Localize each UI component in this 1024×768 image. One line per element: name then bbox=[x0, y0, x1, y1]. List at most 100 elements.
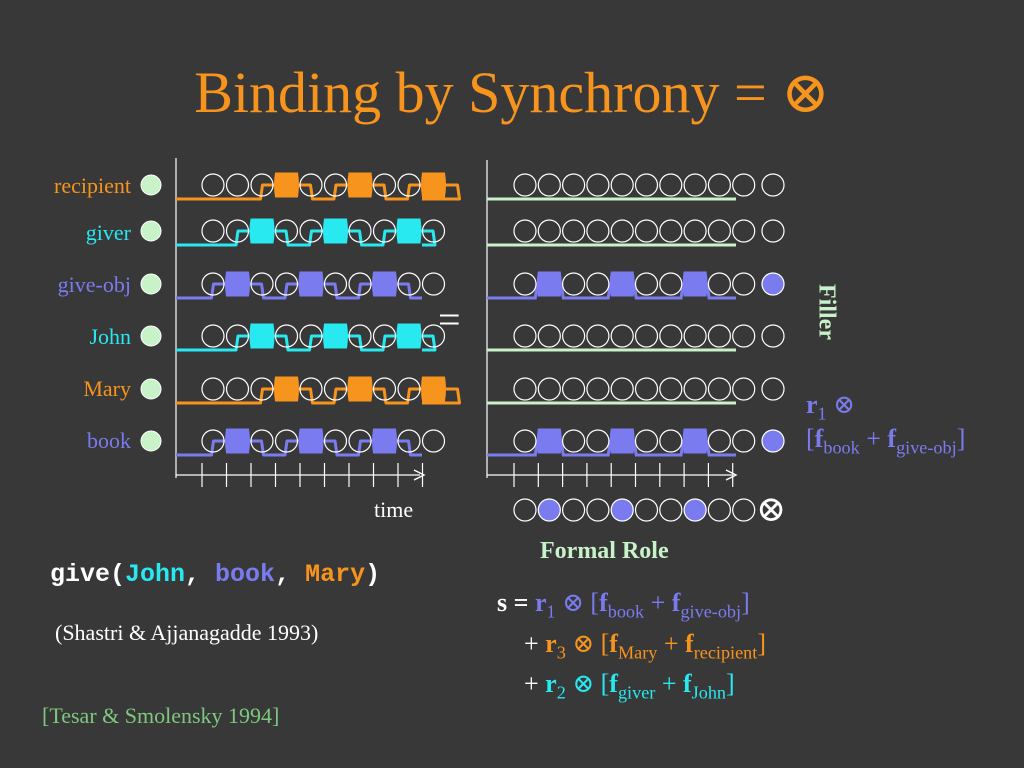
phase-circle bbox=[225, 173, 250, 197]
phase-circle bbox=[372, 377, 397, 401]
citation-tesar: [Tesar & Smolensky 1994] bbox=[42, 703, 280, 728]
phase-circle bbox=[372, 219, 397, 243]
active-phase-book bbox=[298, 428, 324, 454]
phase-circle bbox=[274, 219, 299, 243]
row-label-mary: Mary bbox=[83, 376, 131, 401]
tensor-cell bbox=[707, 377, 732, 401]
active-phase-give-obj bbox=[225, 271, 250, 297]
filler-circle-giver bbox=[761, 219, 785, 243]
phase-circle bbox=[348, 429, 372, 453]
filler-circle-book bbox=[761, 429, 785, 453]
phase-circle bbox=[225, 324, 250, 348]
phase-circle bbox=[201, 173, 225, 197]
main-equation-line-2: + r3 ⊗ [fMary + frecipient] bbox=[524, 629, 766, 663]
tensor-cell bbox=[634, 173, 659, 197]
role-vector-cell bbox=[610, 498, 634, 522]
tensor-cell bbox=[561, 324, 586, 348]
tensor-active-cell bbox=[609, 271, 635, 297]
phase-circle bbox=[250, 173, 274, 197]
predicate-code: give(John, book, Mary) bbox=[50, 560, 381, 589]
role-vector-cell bbox=[634, 498, 659, 522]
row-label-recipient: recipient bbox=[54, 173, 131, 198]
tensor-cell bbox=[586, 219, 610, 243]
active-phase-Mary bbox=[347, 376, 373, 402]
node-circle-book bbox=[140, 430, 162, 452]
phase-circle bbox=[421, 219, 446, 243]
filler-circle-John bbox=[761, 324, 785, 348]
phase-circle bbox=[421, 272, 446, 296]
tensor-cell bbox=[561, 173, 586, 197]
tensor-active-cell bbox=[682, 271, 708, 297]
tensor-cell bbox=[732, 219, 756, 243]
tensor-cell bbox=[634, 219, 659, 243]
tensor-cell bbox=[561, 219, 586, 243]
tensor-cell bbox=[732, 377, 756, 401]
phase-circle bbox=[299, 219, 323, 243]
tensor-cell bbox=[610, 324, 634, 348]
phase-circle bbox=[250, 377, 274, 401]
active-phase-giver bbox=[323, 218, 348, 244]
tensor-cell bbox=[659, 429, 683, 453]
phase-circle bbox=[421, 324, 446, 348]
main-equation-line-1: s = r1 ⊗ [fbook + fgive-obj] bbox=[497, 588, 750, 622]
active-phase-John bbox=[249, 323, 275, 349]
citation-shastri: (Shastri & Ajjanagadde 1993) bbox=[55, 620, 319, 645]
role-vector-cell bbox=[732, 498, 756, 522]
phase-circle bbox=[274, 429, 299, 453]
active-phase-book bbox=[225, 428, 250, 454]
role-vector-cell bbox=[561, 498, 586, 522]
tensor-cell bbox=[586, 429, 610, 453]
phase-circle bbox=[299, 324, 323, 348]
phase-circle bbox=[323, 377, 348, 401]
phase-circle bbox=[201, 377, 225, 401]
active-phase-recipient bbox=[347, 172, 373, 198]
tensor-cell bbox=[513, 173, 537, 197]
tensor-cell bbox=[586, 324, 610, 348]
row-label-book: book bbox=[87, 428, 131, 453]
tensor-cell bbox=[634, 272, 659, 296]
tensor-cell bbox=[561, 377, 586, 401]
tensor-cell bbox=[707, 173, 732, 197]
tensor-cell bbox=[610, 219, 634, 243]
phase-circle bbox=[348, 219, 372, 243]
node-circle-recipient bbox=[140, 174, 162, 196]
tensor-cell bbox=[513, 429, 537, 453]
tensor-cell bbox=[586, 173, 610, 197]
tensor-active-cell bbox=[536, 271, 562, 297]
phase-circle bbox=[274, 272, 299, 296]
active-phase-giver bbox=[249, 218, 275, 244]
phase-circle bbox=[372, 173, 397, 197]
node-circle-John bbox=[140, 325, 162, 347]
phase-circle bbox=[348, 272, 372, 296]
tensor-cell bbox=[659, 272, 683, 296]
activation-wave-John bbox=[176, 334, 437, 352]
tensor-cell bbox=[707, 219, 732, 243]
tensor-product-symbol: ⊗ bbox=[756, 489, 787, 529]
tensor-cell bbox=[732, 324, 756, 348]
tensor-cell bbox=[732, 272, 756, 296]
phase-circle bbox=[250, 429, 274, 453]
active-phase-John bbox=[396, 323, 422, 349]
tensor-cell bbox=[561, 272, 586, 296]
tensor-cell bbox=[659, 377, 683, 401]
tensor-active-cell bbox=[682, 428, 708, 454]
filler-label: Filler bbox=[813, 284, 840, 340]
phase-circle bbox=[299, 173, 323, 197]
phase-circle bbox=[274, 324, 299, 348]
tensor-cell bbox=[659, 219, 683, 243]
active-phase-giver bbox=[396, 218, 422, 244]
tensor-cell bbox=[513, 324, 537, 348]
active-phase-John bbox=[323, 323, 348, 349]
tensor-active-cell bbox=[609, 428, 635, 454]
active-phase-give-obj bbox=[298, 271, 324, 297]
tensor-cell bbox=[561, 429, 586, 453]
tensor-cell bbox=[732, 429, 756, 453]
tensor-cell bbox=[683, 219, 707, 243]
row-label-giver: giver bbox=[85, 220, 131, 245]
phase-circle bbox=[323, 429, 348, 453]
tensor-cell bbox=[513, 219, 537, 243]
role-vector-cell bbox=[537, 498, 561, 522]
slide-title: Binding by Synchrony = ⊗ bbox=[194, 60, 830, 125]
filler-circle-recipient bbox=[761, 173, 785, 197]
